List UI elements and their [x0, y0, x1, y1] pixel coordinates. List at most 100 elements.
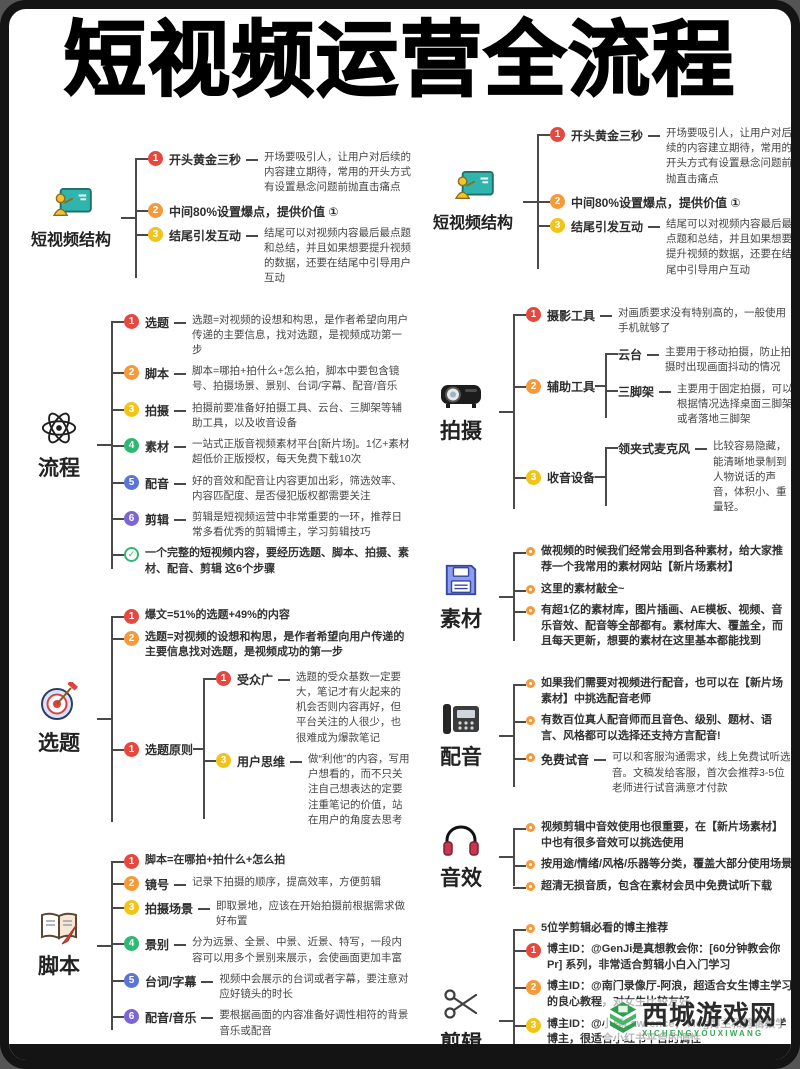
- bullet-ring-icon: [526, 606, 535, 616]
- branch: 如果我们需要对视频进行配音，也可以在【新片场素材】中挑选配音老师: [513, 673, 791, 710]
- branch: 按用途/情绪/风格/乐器等分类，覆盖大部分使用场景: [513, 854, 791, 876]
- connector-line: [647, 354, 660, 357]
- branch: ✓一个完整的短视频内容，要经历选题、脚本、拍摄、素材、配音、剪辑 这6个步骤: [111, 543, 411, 580]
- connector-line: [174, 373, 187, 376]
- number-badge: 3: [124, 401, 139, 417]
- branch-label: 辅助工具: [547, 380, 596, 395]
- branch: 5位学剪辑必看的博主推荐: [513, 918, 791, 940]
- connector-line: [499, 856, 513, 859]
- branch-description: 比较容易隐藏，能清晰地录制到人物说话的声音，体积小、重量轻。: [713, 440, 787, 514]
- dartboard-icon: [39, 680, 79, 722]
- connector-line: [174, 518, 187, 521]
- bullet-ring-icon: [526, 923, 535, 933]
- connector-line: [174, 409, 187, 412]
- number-badge: 2: [526, 379, 541, 395]
- page-title: 短视频运营全流程: [63, 15, 736, 106]
- number-badge: 3: [216, 752, 232, 768]
- branch: 有数百位真人配音师而且音色、级别、题材、语言、风格都可以选择还支持方言配音!: [513, 710, 791, 747]
- node-label: 拍摄: [440, 419, 482, 443]
- number-badge: 3: [526, 1017, 541, 1033]
- number-badge: 1: [550, 127, 565, 142]
- branch: 云台主要用于移动拍摄，防止拍摄时出现画面抖动的情况: [605, 342, 791, 378]
- connector-line: [695, 448, 708, 451]
- node-label: 短视频结构: [30, 231, 111, 249]
- number-badge: 6: [124, 1009, 139, 1025]
- check-badge-icon: ✓: [124, 547, 139, 563]
- connector-line: [595, 476, 606, 479]
- bullet-ring-icon: [526, 584, 535, 594]
- branch-description: 开场要吸引人，让用户对后续的内容建立期待，常用的开头方式有设置悬念问题前抛直击痛…: [666, 127, 793, 185]
- branch-text: 如果我们需要对视频进行配音，也可以在【新片场素材】中挑选配音老师: [541, 677, 783, 705]
- section-material: 素材做视频的时候我们经常会用到各种素材，给大家推荐一个我常用的素材网站【新片场素…: [411, 541, 791, 653]
- branch: 领夹式麦克风 比较容易隐藏，能清晰地录制到人物说话的声音，体积小、重量轻。: [605, 436, 791, 518]
- branch-description: 脚本=哪拍+拍什么+怎么拍，脚本中要包含镜号、拍摄场景、景别、台词/字幕、配音/…: [192, 365, 400, 393]
- bullet-ring-icon: [526, 753, 535, 763]
- branch-text: 超清无损音质，包含在素材会员中免费试听下载: [541, 879, 772, 892]
- branch: 有超1亿的素材库，图片插画、AE模板、视频、音乐音效、配音等全部都有。素材库大、…: [513, 600, 791, 653]
- branch-description: 一站式正版音视频素材平台[新片场]。1亿+素材超低价正版授权，每天免费下载10次: [192, 438, 410, 466]
- number-badge: 2: [124, 365, 139, 381]
- branch-label: 台词/字幕: [145, 974, 197, 989]
- node-label: 脚本: [38, 955, 80, 979]
- scissors-icon: [441, 986, 481, 1022]
- bullet-ring-icon: [526, 860, 535, 870]
- branch-label: 脚本: [145, 367, 170, 382]
- branch-description: 开场要吸引人，让用户对后续的内容建立期待，常用的开头方式有设置悬念问题前抛直击痛…: [264, 151, 412, 194]
- number-badge: 2: [124, 876, 139, 891]
- watermark-text: 西城游戏网 XICHENGYOUXIWANG: [642, 1002, 777, 1038]
- connector-line: [648, 225, 661, 228]
- connector-line: [595, 385, 606, 388]
- connector-line: [201, 1017, 214, 1020]
- branch-label: 用户思维: [237, 754, 286, 769]
- connector-line: [97, 444, 111, 447]
- number-badge: 2: [148, 202, 163, 218]
- connector-line: [174, 321, 187, 324]
- node-label: 短视频结构: [432, 215, 513, 233]
- presenter-board-icon: [49, 187, 93, 221]
- connector-line: [278, 678, 291, 681]
- branch-label: 免费试音: [541, 753, 590, 768]
- connector-line: [499, 1020, 513, 1023]
- connector-line: [246, 234, 259, 237]
- mindmap-node: 短视频结构: [21, 187, 121, 250]
- number-badge: 2: [124, 630, 139, 646]
- number-badge: 1: [216, 670, 232, 686]
- branch-description: 主要用于固定拍摄，可以根据情况选择桌面三脚架或者落地三脚架: [677, 382, 793, 426]
- branch-label: 领夹式麦克风: [618, 442, 691, 457]
- branch-label: 选题原则: [145, 742, 194, 757]
- bullet-ring-icon: [526, 716, 535, 726]
- number-badge: 1: [148, 151, 163, 166]
- connector-line: [97, 718, 111, 721]
- branch-description: 结尾可以对视频内容最后最点题和总结，并且如果想要提升视频的数据，还要在结尾中引导…: [666, 217, 793, 276]
- number-badge: 3: [124, 900, 139, 915]
- number-badge: 3: [526, 470, 541, 486]
- number-badge: 5: [124, 474, 139, 490]
- number-badge: 1: [526, 306, 541, 322]
- branch-text: 做视频的时候我们经常会用到各种素材，给大家推荐一个我常用的素材网站【新片场素材】: [541, 545, 783, 573]
- connector-line: [174, 944, 187, 947]
- branch-text: 5位学剪辑必看的博主推荐: [541, 921, 669, 934]
- branch-group: 领夹式麦克风 比较容易隐藏，能清晰地录制到人物说话的声音，体积小、重量轻。: [605, 436, 791, 518]
- number-badge: 1: [124, 741, 139, 757]
- mindmap-node: 流程: [21, 409, 97, 482]
- branch-description: 拍摄前要准备好拍摄工具、云台、三脚架等辅助工具，以及收音设备: [192, 401, 403, 429]
- branch-label: 中间80%设置爆点，提供价值 ①: [169, 204, 339, 219]
- branch-label: 受众广: [237, 672, 274, 687]
